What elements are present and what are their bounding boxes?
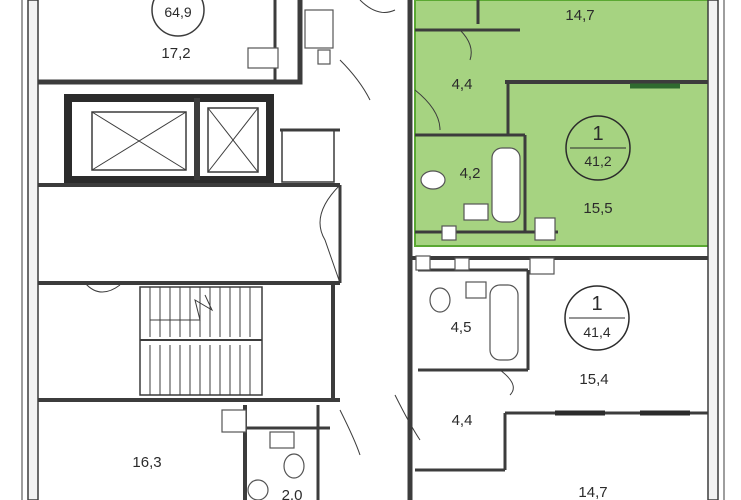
room-area-label: 4,5	[451, 319, 472, 336]
toilet-icon	[429, 287, 451, 313]
room-area-label: 14,7	[578, 484, 607, 500]
highlighted-apartment[interactable]	[414, 0, 711, 247]
right-facade-wall	[707, 0, 719, 500]
bathtub-icon	[491, 147, 521, 223]
toilet-icon	[247, 479, 269, 500]
sink-icon	[269, 431, 295, 449]
room-area-label: 4,4	[452, 412, 473, 429]
room-area-label: 15,4	[579, 371, 608, 388]
room-area-label: 15,5	[583, 200, 612, 217]
room-labels: 17,2 14,7 4,4 4,2 15,5 4,5 15,4 4,4 14,7…	[132, 7, 612, 500]
badge-room-count: 1	[592, 123, 603, 145]
fixtures	[221, 9, 556, 500]
apartment-fill[interactable]	[414, 0, 711, 247]
badge-area: 64,9	[164, 4, 191, 20]
top-left-room-wall	[38, 0, 303, 85]
sink-icon	[534, 217, 556, 241]
walls	[21, 0, 725, 500]
elevator-block	[64, 94, 274, 184]
apartment-badge-highlighted[interactable]: 1 41,2	[565, 115, 631, 181]
elevator-shaft-2	[207, 107, 259, 173]
room-area-label: 2,0	[282, 487, 303, 500]
washer-icon	[304, 9, 334, 49]
room-area-label: 14,7	[565, 7, 594, 24]
badge-room-count: 1	[591, 293, 602, 315]
apartment-badge-neighbor[interactable]: 1 41,4	[564, 285, 630, 351]
elevator-shaft-1	[91, 111, 187, 171]
doors	[84, 0, 514, 456]
badge-area: 41,2	[584, 153, 611, 169]
washer-icon	[415, 255, 431, 271]
sink-icon	[463, 203, 489, 221]
badge-circle	[151, 0, 205, 37]
room-area-label: 17,2	[161, 45, 190, 62]
room-area-label: 16,3	[132, 454, 161, 471]
toilet-icon	[283, 453, 305, 479]
badge-area: 41,4	[583, 324, 610, 340]
washer-icon	[441, 225, 457, 241]
left-facade-wall	[27, 0, 39, 500]
toilet-tank-icon	[317, 49, 331, 65]
apartment-badge-top-left[interactable]: 64,9	[151, 0, 205, 37]
toilet-icon	[420, 170, 446, 190]
sink-icon	[221, 409, 247, 433]
room-area-label: 4,4	[452, 76, 473, 93]
sink-icon	[247, 47, 279, 69]
sink-icon	[465, 281, 487, 299]
sink-icon	[454, 257, 470, 271]
bathtub-icon	[489, 284, 519, 361]
room-area-label: 4,2	[460, 165, 481, 182]
sink-icon	[529, 257, 555, 275]
